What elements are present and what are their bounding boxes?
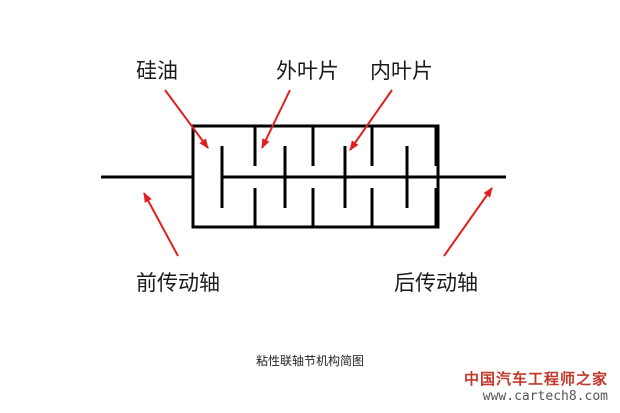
inner-plates	[220, 146, 409, 208]
watermark-name: 中国汽车工程师之家	[463, 370, 608, 388]
arrow-outer-plate	[261, 89, 291, 149]
arrow-rear-shaft	[443, 187, 493, 257]
outer-plates	[253, 126, 438, 227]
diagram-caption: 粘性联轴节机构简图	[255, 354, 364, 368]
arrow-front-shaft	[143, 192, 179, 257]
callout-arrows	[143, 89, 493, 257]
arrow-silicone-oil	[164, 89, 209, 149]
label-outer-plate: 外叶片	[276, 59, 339, 83]
label-rear-shaft: 后传动轴	[394, 271, 478, 295]
label-front-shaft: 前传动轴	[136, 271, 220, 295]
label-inner-plate: 内叶片	[370, 59, 433, 83]
arrow-inner-plate	[349, 89, 393, 151]
watermark-url: www.cartech8.com	[482, 389, 608, 404]
label-silicone-oil: 硅油	[136, 59, 178, 83]
